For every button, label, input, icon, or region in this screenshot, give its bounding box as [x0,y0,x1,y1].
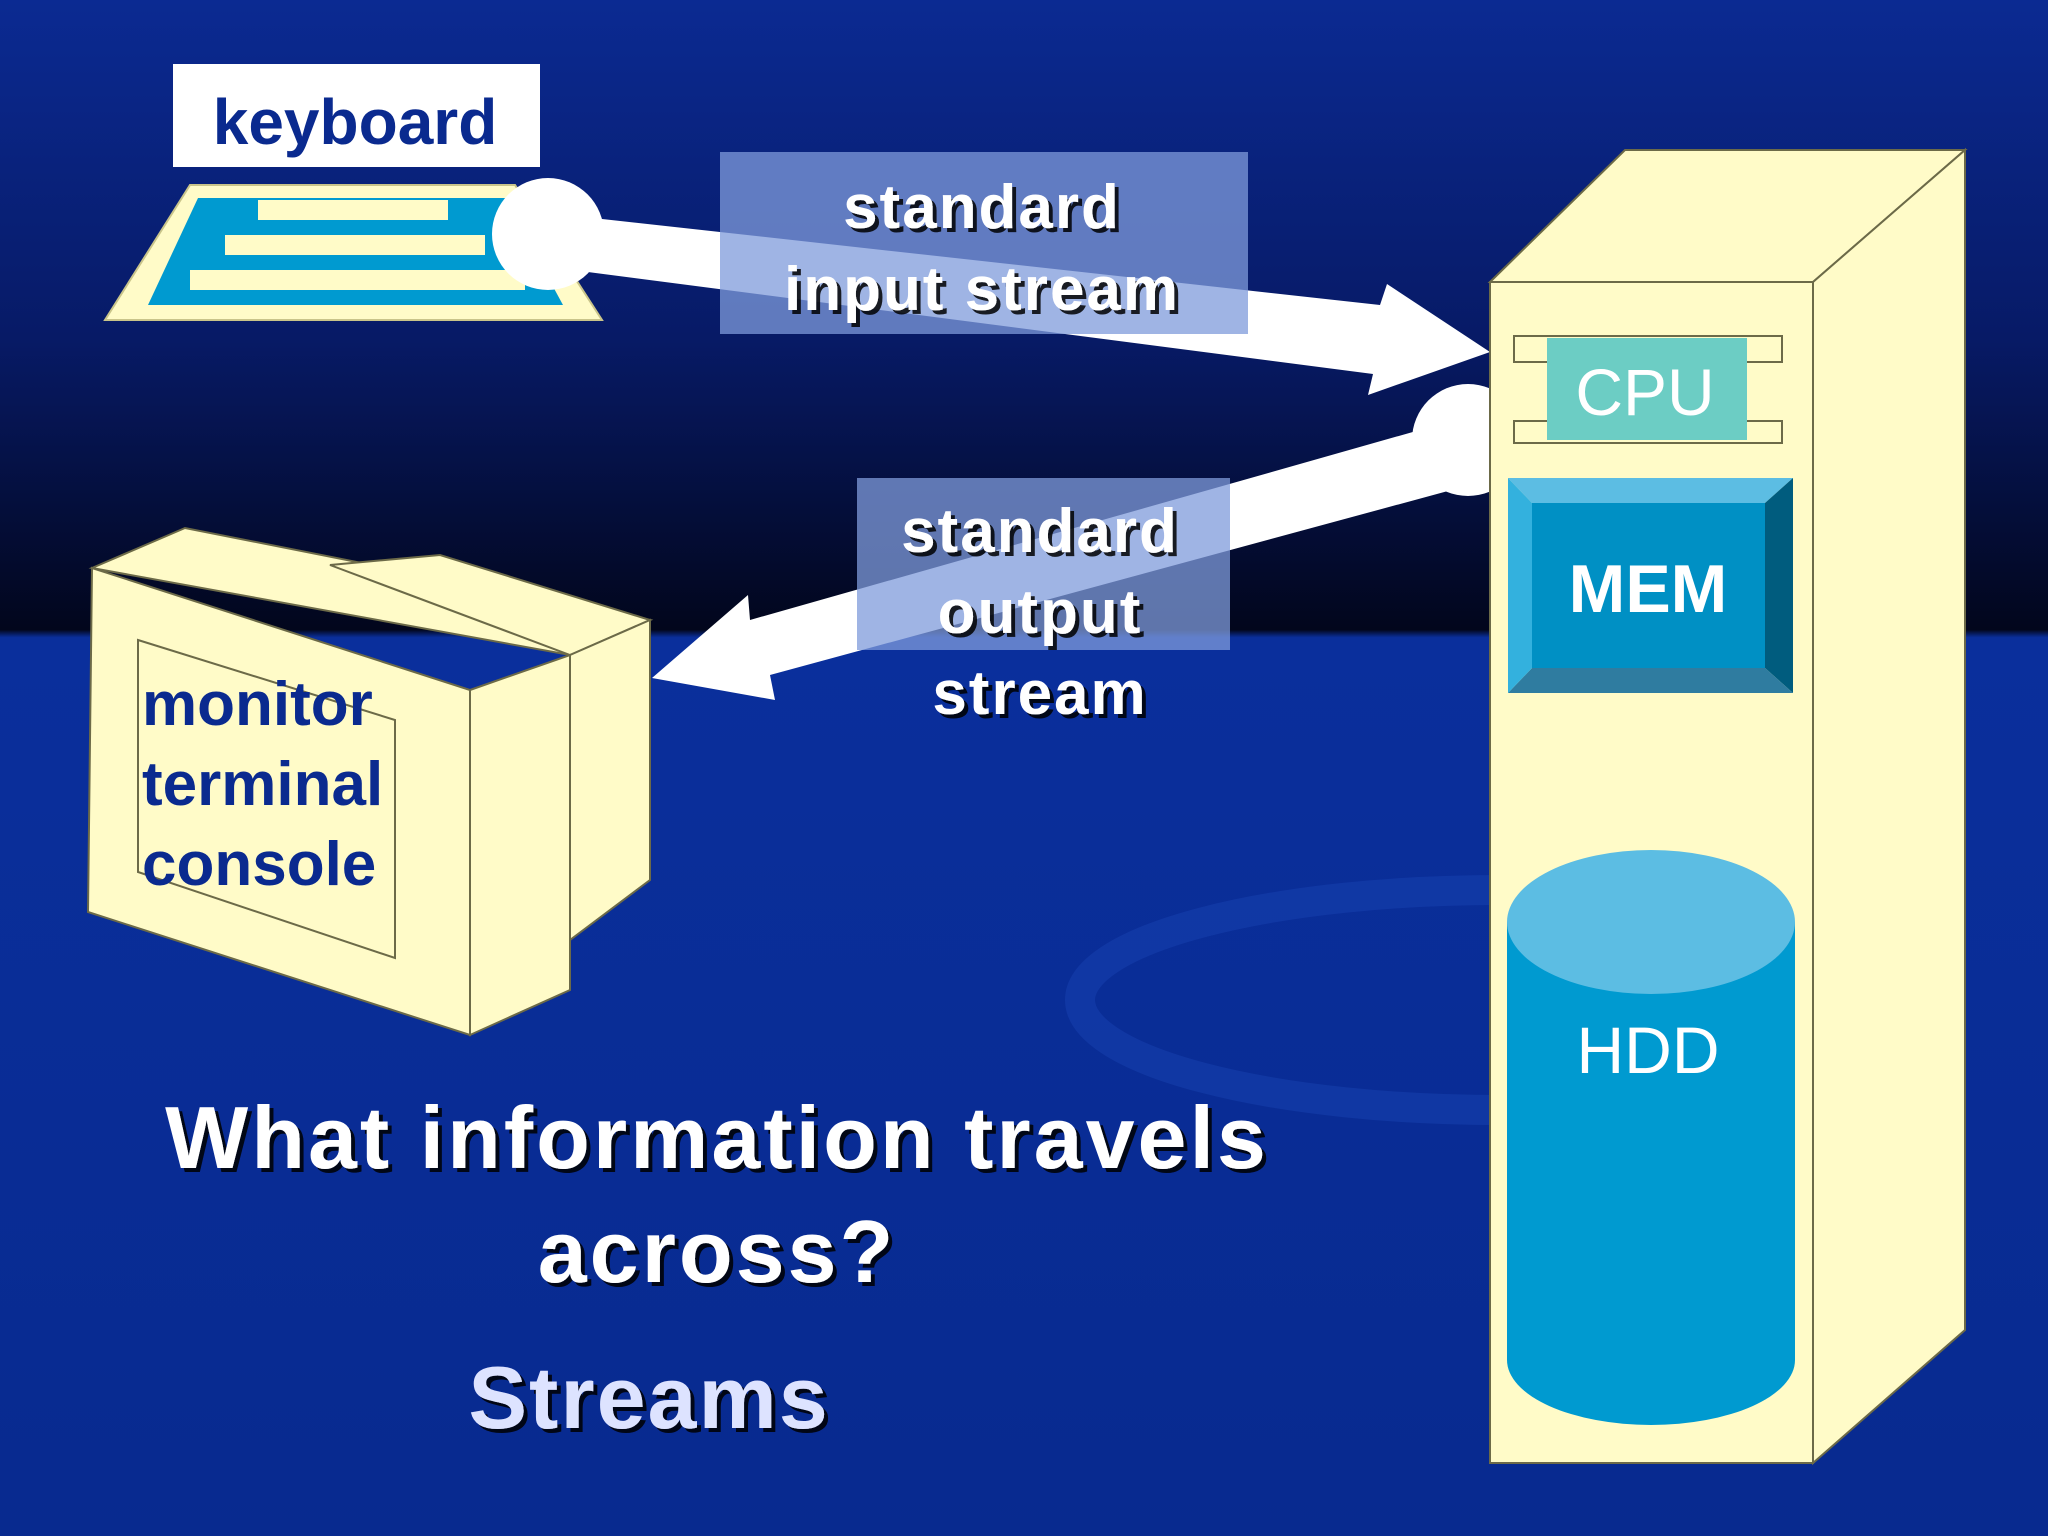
monitor-side-front [469,653,571,1037]
hdd-cylinder-body [1507,922,1795,1425]
answer-text: Streams [468,1348,829,1447]
cpu-label: CPU [1575,355,1714,429]
monitor-screen [137,638,396,960]
tower-side [1812,147,1966,1466]
keyboard-key-row [258,200,448,220]
mem-bevel-top [1508,478,1793,503]
input-stream-banner [720,152,1248,334]
hdd-label: HDD [1577,1013,1720,1087]
monitor-device [86,526,654,1037]
monitor-label-line1: monitor [142,670,373,739]
keyboard-key-row [190,270,525,290]
input-plug-knob [492,178,604,290]
keyboard-key-row [225,235,485,255]
monitor-label-line3: console [142,830,376,899]
monitor-label-line2: terminal [142,750,383,819]
keyboard-label-box [173,64,540,167]
mem-module [1532,503,1765,668]
output-stream-banner [857,478,1230,650]
input-stream-label-line1: standard [843,173,1121,242]
hdd-cylinder-top [1507,850,1795,994]
output-stream-label-line3: stream [932,659,1147,728]
monitor-front [86,566,471,1037]
question-line2: across? [538,1202,897,1301]
output-stream-label-line1: standard [901,497,1179,566]
mem-bevel-bottom [1508,668,1793,693]
mem-bevel-right [1765,478,1793,693]
mem-label: MEM [1569,551,1728,627]
output-stream-label-line2: output [938,578,1143,647]
question-line1: What information travels [165,1088,1269,1187]
keyboard-label: keyboard [213,86,498,158]
mem-bevel-left [1508,478,1532,693]
input-stream-label-line2: input stream [784,255,1180,324]
cpu-chip [1547,338,1747,440]
computer-tower: CPU MEM HDD [1487,147,1968,1466]
keyboard-device: keyboard [103,64,604,321]
